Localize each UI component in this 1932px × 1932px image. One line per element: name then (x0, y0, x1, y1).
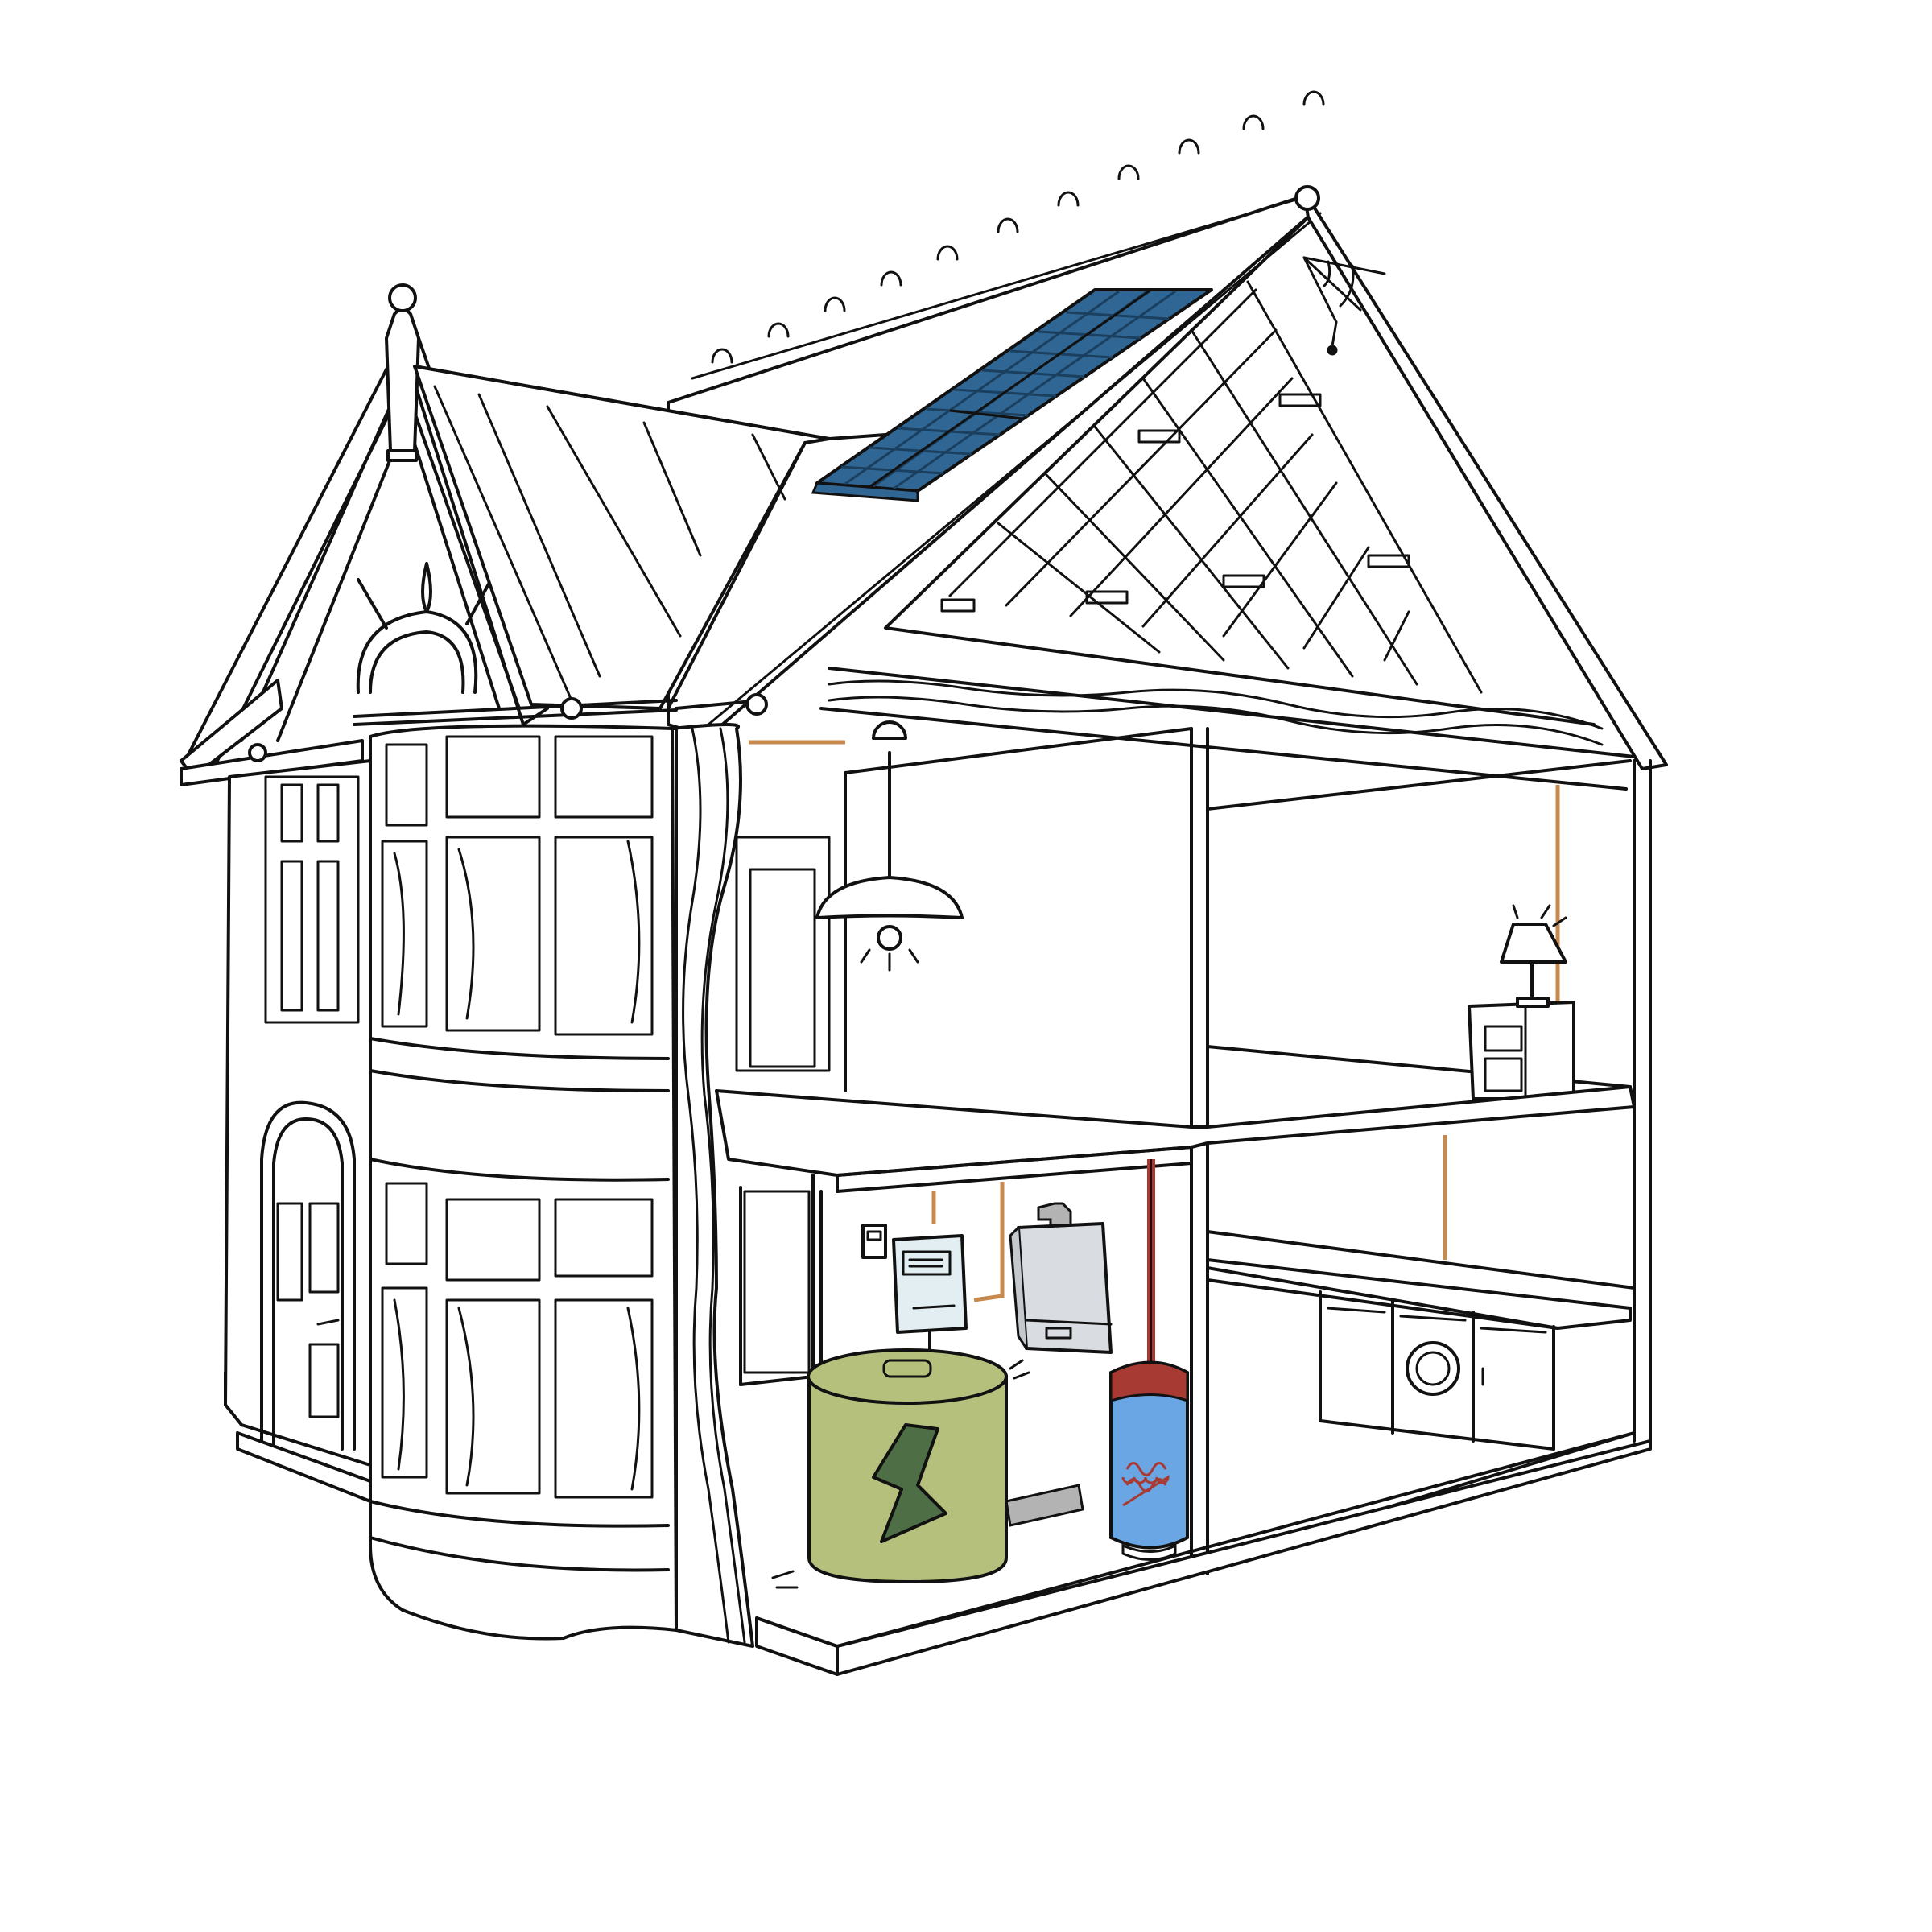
ridge-end-finial (1296, 187, 1319, 209)
bay-window (370, 726, 676, 1639)
ground-floor-right-room (1208, 761, 1650, 1562)
hot-water-cylinder-icon (1111, 1363, 1187, 1560)
upper-floor-left-room (737, 722, 1191, 1091)
gas-boiler-icon (1010, 1203, 1111, 1352)
main-roof (668, 92, 1666, 769)
upper-floor-right-room (1208, 761, 1630, 1099)
thermostat-icon (863, 1225, 886, 1257)
electricity-meter-icon (894, 1236, 966, 1360)
wall-cut-section (672, 724, 753, 1646)
washing-machine-icon (1407, 1343, 1459, 1394)
bedside-table (1469, 1002, 1574, 1099)
ground-floor-left-room (741, 1159, 1187, 1587)
gable-right-edge (1304, 192, 1666, 769)
first-floor-slab (716, 1087, 1634, 1191)
battery-storage-icon (808, 1350, 1029, 1582)
